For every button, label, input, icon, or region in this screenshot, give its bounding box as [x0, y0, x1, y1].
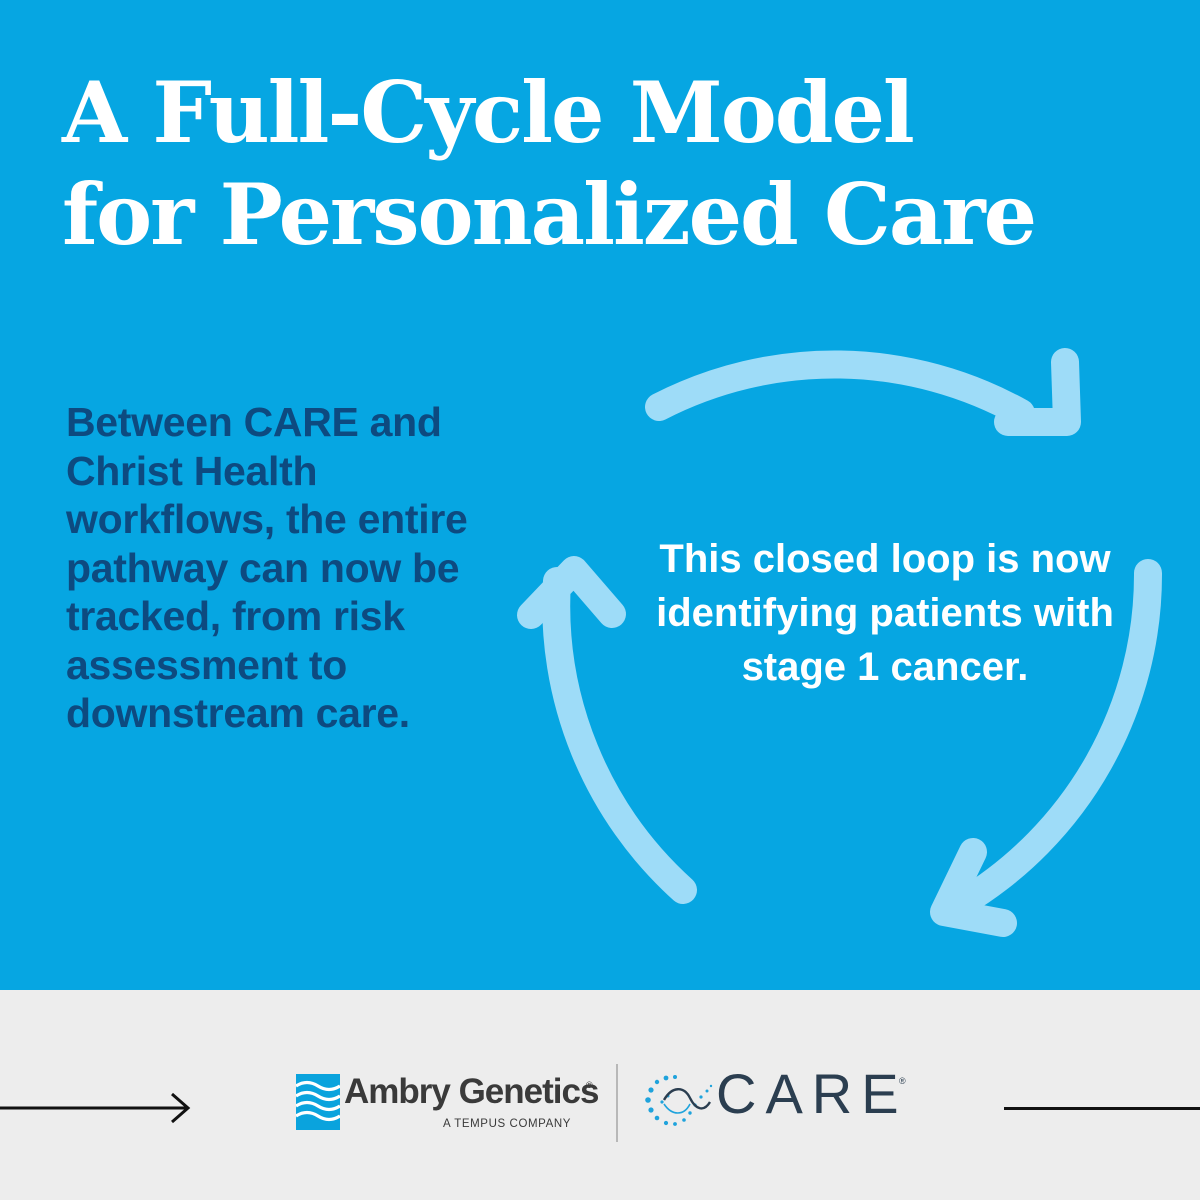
logo-divider — [616, 1064, 618, 1142]
arc-top — [645, 350, 1035, 427]
right-arrow-icon — [0, 1092, 191, 1124]
closed-loop-message: This closed loop is now identifying pati… — [656, 537, 1114, 689]
arrowhead-left — [517, 556, 626, 629]
cycle-arrows-icon — [517, 348, 1163, 937]
care-wordmark: CARE — [716, 1062, 908, 1125]
arc-left — [542, 567, 697, 904]
footer-line — [1004, 1107, 1200, 1110]
ambry-genetics-name: Ambry Genetics — [344, 1072, 599, 1111]
pathway-description: Between CARE and Christ Health workflows… — [66, 399, 468, 736]
arc-right — [948, 559, 1163, 917]
arrowhead-top — [994, 348, 1081, 436]
footer-panel — [0, 990, 1200, 1200]
ambry-waves-logo-icon — [296, 1074, 340, 1130]
tempus-company-tagline: A TEMPUS COMPANY — [443, 1118, 572, 1130]
care-registered-mark: ® — [899, 1076, 906, 1086]
hero-panel — [0, 0, 1200, 990]
headline: A Full-Cycle Model for Personalized Care — [62, 62, 1182, 266]
arrowhead-right — [930, 838, 1017, 937]
ambry-registered-mark: ® — [586, 1080, 593, 1090]
headline-line-2: for Personalized Care — [62, 165, 1037, 264]
headline-line-1: A Full-Cycle Model — [62, 63, 915, 162]
care-infinity-logo-icon — [645, 1075, 713, 1126]
